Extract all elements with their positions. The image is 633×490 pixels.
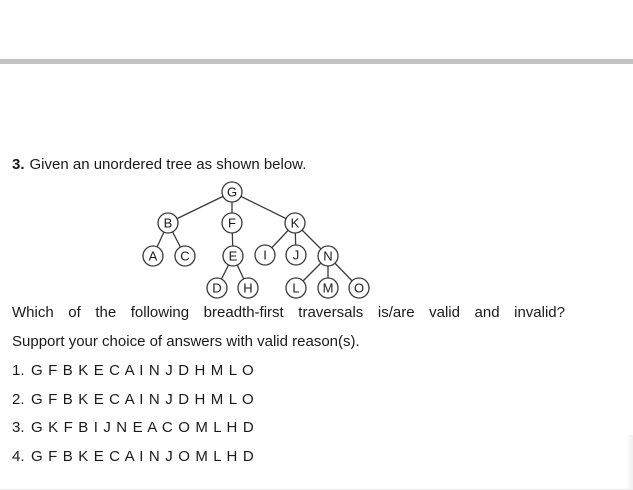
tree-edge-E-H <box>232 255 249 289</box>
tree-node-label: M <box>323 281 334 296</box>
option-number: 1. <box>12 362 25 379</box>
tree-node-O: O <box>348 277 370 299</box>
tree-node-J: J <box>285 244 307 266</box>
tree-edge-F-E <box>231 222 234 257</box>
tree-node-label: D <box>212 281 221 296</box>
tree-node-label: O <box>354 281 364 296</box>
tree-node-circle <box>157 212 179 234</box>
option-sequence: G F B K E C A I N J O M L H D <box>31 448 255 465</box>
tree-node-label: N <box>323 249 332 264</box>
tree-edge-N-L <box>295 255 329 289</box>
tree-node-circle <box>206 277 228 299</box>
traversal-option-1: 1. G F B K E C A I N J D H M L O <box>12 361 254 381</box>
tree-node-circle <box>222 245 244 267</box>
tree-node-label: A <box>149 249 158 264</box>
tree-node-circle <box>254 244 276 266</box>
tree-node-M: M <box>317 277 339 299</box>
tree-edge-E-D <box>216 255 234 289</box>
tree-node-label: I <box>263 248 267 263</box>
tree-node-circle <box>142 245 164 267</box>
tree-edge-K-I <box>264 222 296 256</box>
tree-edge-B-C <box>167 222 186 257</box>
tree-node-circle <box>348 277 370 299</box>
tree-node-G: G <box>221 181 243 203</box>
scroll-edge-shadow <box>626 435 633 490</box>
option-sequence: G F B K E C A I N J D H M L O <box>31 391 255 408</box>
tree-node-L: L <box>285 277 307 299</box>
tree-node-circle <box>285 277 307 299</box>
tree-node-B: B <box>157 212 179 234</box>
tree-node-label: F <box>228 216 236 231</box>
tree-node-circle <box>221 212 243 234</box>
tree-edge-G-K <box>231 191 296 224</box>
tree-node-I: I <box>254 244 276 266</box>
tree-node-label: L <box>292 281 299 296</box>
traversal-option-3: 3. G K F B I J N E A C O M L H D <box>12 418 254 438</box>
tree-edge-K-J <box>294 222 297 256</box>
tree-edge-N-O <box>327 255 360 289</box>
tree-node-circle <box>284 212 306 234</box>
traversal-option-4: 4. G F B K E C A I N J O M L H D <box>12 447 254 467</box>
tree-node-D: D <box>206 277 228 299</box>
tree-node-K: K <box>284 212 306 234</box>
tree-edge-G-B <box>167 191 233 224</box>
prompt-line-1: Which of the following breadth-first tra… <box>12 304 565 321</box>
tree-node-circle <box>174 245 196 267</box>
tree-node-H: H <box>237 277 259 299</box>
tree-node-circle <box>317 245 339 267</box>
tree-node-label: E <box>229 249 238 264</box>
page-divider <box>0 59 633 64</box>
option-sequence: G F B K E C A I N J D H M L O <box>31 362 255 379</box>
question-text: Given an unordered tree as shown below. <box>29 156 307 173</box>
traversal-option-2: 2. G F B K E C A I N J D H M L O <box>12 390 254 410</box>
prompt-line-2: Support your choice of answers with vali… <box>12 333 360 350</box>
option-number: 3. <box>12 419 25 436</box>
option-sequence: G K F B I J N E A C O M L H D <box>31 419 255 436</box>
tree-edge-B-A <box>152 222 169 257</box>
option-number: 2. <box>12 391 25 408</box>
tree-node-circle <box>237 277 259 299</box>
tree-node-F: F <box>221 212 243 234</box>
tree-node-label: H <box>243 281 252 296</box>
tree-node-C: C <box>174 245 196 267</box>
tree-node-circle <box>221 181 243 203</box>
tree-node-label: G <box>227 185 237 200</box>
tree-node-circle <box>317 277 339 299</box>
tree-node-label: K <box>291 216 300 231</box>
option-number: 4. <box>12 448 25 465</box>
tree-node-A: A <box>142 245 164 267</box>
tree-node-label: B <box>164 216 173 231</box>
tree-node-circle <box>285 244 307 266</box>
tree-node-E: E <box>222 245 244 267</box>
tree-node-label: C <box>180 249 189 264</box>
tree-edge-K-N <box>294 222 329 257</box>
tree-node-label: J <box>293 248 300 263</box>
tree-node-N: N <box>317 245 339 267</box>
question-number: 3. <box>12 156 25 173</box>
question-line: 3.Given an unordered tree as shown below… <box>12 155 306 175</box>
